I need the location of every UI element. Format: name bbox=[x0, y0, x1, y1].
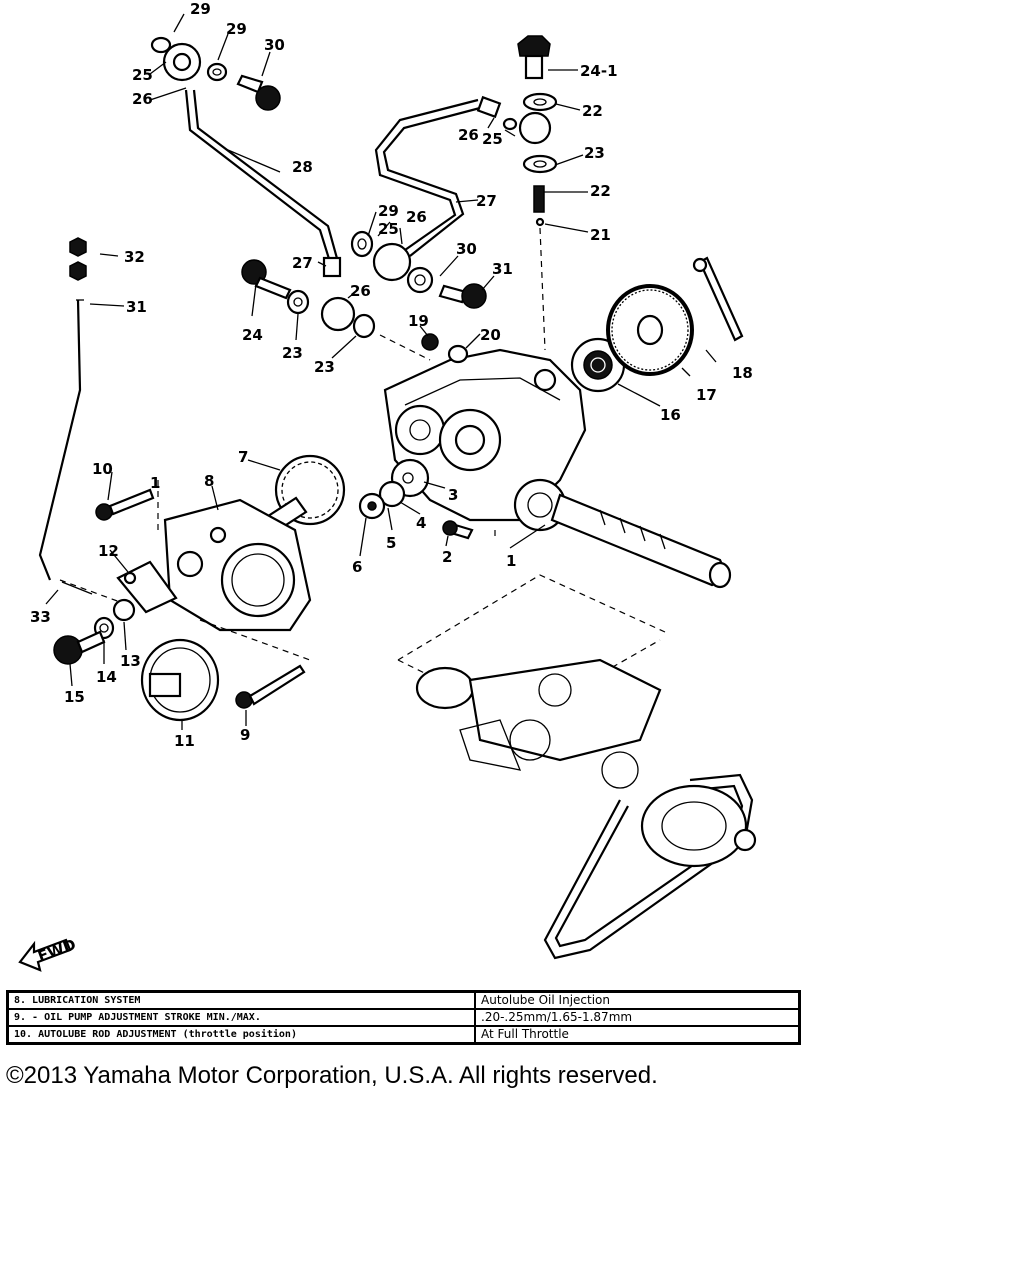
callout-19: 19 bbox=[408, 312, 429, 330]
callout-33: 33 bbox=[30, 608, 51, 626]
callout-25: 25 bbox=[482, 130, 503, 148]
callout-13: 13 bbox=[120, 652, 141, 670]
callout-8: 8 bbox=[204, 472, 214, 490]
callout-20: 20 bbox=[480, 326, 501, 344]
banjo-fitting-middle bbox=[350, 230, 487, 309]
spec-row: 10. AUTOLUBE ROD ADJUSTMENT (throttle po… bbox=[6, 1025, 801, 1045]
autolube-rod-31 bbox=[38, 237, 121, 603]
oil-pipe-28 bbox=[184, 89, 340, 263]
callout-29: 30 bbox=[456, 240, 477, 258]
callout-17: 17 bbox=[696, 386, 717, 404]
callout-6: 6 bbox=[352, 558, 362, 576]
copyright-notice: ©2013 Yamaha Motor Corporation, U.S.A. A… bbox=[6, 1062, 658, 1089]
callout-26: 26 bbox=[458, 126, 479, 144]
alignment-lines bbox=[157, 334, 666, 661]
callout-7: 7 bbox=[238, 448, 248, 466]
pump-drive-shaft bbox=[550, 493, 732, 589]
pump-cover-8 bbox=[163, 498, 312, 632]
callout-26: 26 bbox=[132, 90, 153, 108]
callout-4: 4 bbox=[416, 514, 426, 532]
callout-23: 22 bbox=[582, 102, 603, 120]
gear-17 bbox=[606, 284, 694, 376]
drive-belt bbox=[543, 773, 757, 960]
callout-16: 16 bbox=[660, 406, 681, 424]
callout-23: 23 bbox=[584, 144, 605, 162]
spec-label: 8. LUBRICATION SYSTEM bbox=[6, 990, 476, 1010]
callout-24-1: 24-1 bbox=[580, 62, 618, 80]
callout-1: 1 bbox=[506, 552, 516, 570]
spec-value: .20-.25mm/1.65-1.87mm bbox=[474, 1008, 801, 1027]
callout-18: 18 bbox=[732, 364, 753, 382]
callout-labels: 29 29 30 25 26 24-1 22 23 22 21 25 26 28… bbox=[30, 0, 753, 750]
oil-pump-housing bbox=[383, 348, 587, 532]
bolt-24-1 bbox=[517, 35, 558, 351]
callout-1: 1 bbox=[150, 474, 160, 492]
callout-10: 10 bbox=[92, 460, 113, 478]
callout-25: 26 bbox=[350, 282, 371, 300]
bolt-19 bbox=[421, 333, 469, 364]
callout-5: 5 bbox=[386, 534, 396, 552]
callout-3: 3 bbox=[448, 486, 458, 504]
engine-crankcase-outline bbox=[397, 639, 662, 789]
callout-29: 29 bbox=[190, 0, 211, 18]
callout-14: 14 bbox=[96, 668, 117, 686]
exploded-parts-diagram: FWD bbox=[18, 0, 757, 972]
callout-32: 32 bbox=[124, 248, 145, 266]
bolt-15 bbox=[53, 630, 106, 665]
spec-label: 10. AUTOLUBE ROD ADJUSTMENT (throttle po… bbox=[6, 1025, 476, 1045]
callout-28: 28 bbox=[292, 158, 313, 176]
spec-row: 8. LUBRICATION SYSTEM Autolube Oil Injec… bbox=[6, 990, 801, 1010]
callout-31: 31 bbox=[126, 298, 147, 316]
callout-21: 21 bbox=[590, 226, 611, 244]
callout-12: 12 bbox=[98, 542, 119, 560]
leader-lines bbox=[45, 13, 717, 730]
callout-11: 11 bbox=[174, 732, 195, 750]
oil-pipe-27 bbox=[374, 95, 552, 257]
bracket-12 bbox=[116, 560, 178, 614]
clip-33 bbox=[61, 581, 93, 595]
callout-25: 25 bbox=[378, 220, 399, 238]
callout-30: 31 bbox=[492, 260, 513, 278]
callout-23: 23 bbox=[282, 344, 303, 362]
callout-2: 2 bbox=[442, 548, 452, 566]
forward-direction-arrow: FWD bbox=[18, 935, 78, 972]
banjo-fitting-left bbox=[241, 256, 376, 339]
callout-26: 26 bbox=[406, 208, 427, 226]
spec-row: 9. - OIL PUMP ADJUSTMENT STROKE MIN./MAX… bbox=[6, 1008, 801, 1027]
specification-table: 8. LUBRICATION SYSTEM Autolube Oil Injec… bbox=[6, 990, 801, 1045]
callout-9: 9 bbox=[240, 726, 250, 744]
bolt-9 bbox=[235, 664, 306, 709]
callout-29: 29 bbox=[378, 202, 399, 220]
callout-26: 27 bbox=[292, 254, 313, 272]
callout-29: 29 bbox=[226, 20, 247, 38]
small-parts-3-6 bbox=[358, 458, 474, 540]
callout-27: 27 bbox=[476, 192, 497, 210]
pin-18 bbox=[692, 256, 744, 342]
callout-24: 24 bbox=[242, 326, 263, 344]
spec-value: At Full Throttle bbox=[474, 1025, 801, 1045]
pulley-11 bbox=[140, 638, 220, 722]
callout-22: 22 bbox=[590, 182, 611, 200]
bolt-10 bbox=[95, 488, 155, 521]
spec-label: 9. - OIL PUMP ADJUSTMENT STROKE MIN./MAX… bbox=[6, 1008, 476, 1027]
callout-25: 25 bbox=[132, 66, 153, 84]
banjo-fitting-top bbox=[150, 36, 281, 111]
fwd-label: FWD bbox=[35, 935, 78, 965]
callout-30: 30 bbox=[264, 36, 285, 54]
callout-15: 15 bbox=[64, 688, 85, 706]
spec-value: Autolube Oil Injection bbox=[474, 990, 801, 1010]
callout-23: 23 bbox=[314, 358, 335, 376]
